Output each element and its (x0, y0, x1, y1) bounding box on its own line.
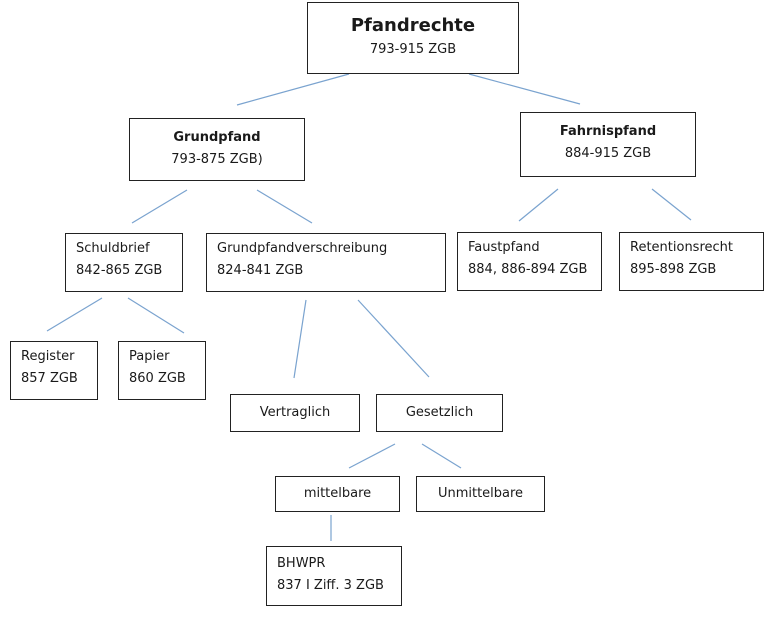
connector-fahrnispfand-retentionsrecht (651, 188, 692, 221)
node-grundpfand: Grundpfand 793-875 ZGB) (129, 118, 305, 181)
connector-grundpfandverschreibung-vertraglich (293, 299, 307, 379)
node-title: Faustpfand (468, 240, 540, 255)
node-title: Grundpfandverschreibung (217, 241, 388, 256)
node-faustpfand: Faustpfand 884, 886-894 ZGB (457, 232, 602, 291)
connector-grundpfandverschreibung-gesetzlich (357, 299, 430, 378)
node-subtitle: 793-915 ZGB (369, 42, 457, 57)
connector-grundpfand-grundpfandverschreibung (256, 189, 313, 224)
node-title: Retentionsrecht (630, 240, 733, 255)
node-bhwpr: BHWPR 837 I Ziff. 3 ZGB (266, 546, 402, 606)
connector-schuldbrief-papier (127, 297, 185, 334)
node-papier: Papier 860 ZGB (118, 341, 206, 400)
connector-root-fahrnispfand (468, 73, 581, 105)
node-schuldbrief: Schuldbrief 842-865 ZGB (65, 233, 183, 292)
node-mittelbare: mittelbare (275, 476, 400, 512)
node-title: Vertraglich (259, 405, 331, 420)
node-title: Unmittelbare (437, 486, 524, 501)
node-subtitle: 793-875 ZGB) (171, 152, 263, 167)
connector-root-grundpfand (236, 73, 350, 106)
node-subtitle: 884, 886-894 ZGB (468, 262, 588, 277)
node-fahrnispfand: Fahrnispfand 884-915 ZGB (520, 112, 696, 177)
node-register: Register 857 ZGB (10, 341, 98, 400)
node-vertraglich: Vertraglich (230, 394, 360, 432)
connector-schuldbrief-register (46, 297, 103, 332)
node-unmittelbare: Unmittelbare (416, 476, 545, 512)
node-title: Pfandrechte (350, 15, 476, 36)
node-title: Register (21, 349, 75, 364)
node-title: Papier (129, 349, 170, 364)
node-subtitle: 824-841 ZGB (217, 263, 304, 278)
node-title: Schuldbrief (76, 241, 150, 256)
node-title: Grundpfand (173, 130, 261, 145)
connector-fahrnispfand-faustpfand (518, 188, 559, 222)
node-subtitle: 837 I Ziff. 3 ZGB (277, 578, 384, 593)
node-grundpfandverschreibung: Grundpfandverschreibung 824-841 ZGB (206, 233, 446, 292)
node-subtitle: 842-865 ZGB (76, 263, 163, 278)
node-title: mittelbare (303, 486, 372, 501)
node-title: Gesetzlich (405, 405, 474, 420)
connector-grundpfand-schuldbrief (131, 189, 188, 224)
node-subtitle: 857 ZGB (21, 371, 78, 386)
node-subtitle: 895-898 ZGB (630, 262, 717, 277)
node-gesetzlich: Gesetzlich (376, 394, 503, 432)
connector-gesetzlich-mittelbare (348, 443, 396, 469)
node-pfandrechte: Pfandrechte 793-915 ZGB (307, 2, 519, 74)
node-retentionsrecht: Retentionsrecht 895-898 ZGB (619, 232, 764, 291)
node-subtitle: 884-915 ZGB (564, 146, 652, 161)
node-subtitle: 860 ZGB (129, 371, 186, 386)
node-title: Fahrnispfand (559, 124, 657, 139)
node-title: BHWPR (277, 556, 326, 571)
connector-gesetzlich-unmittelbare (421, 443, 462, 469)
